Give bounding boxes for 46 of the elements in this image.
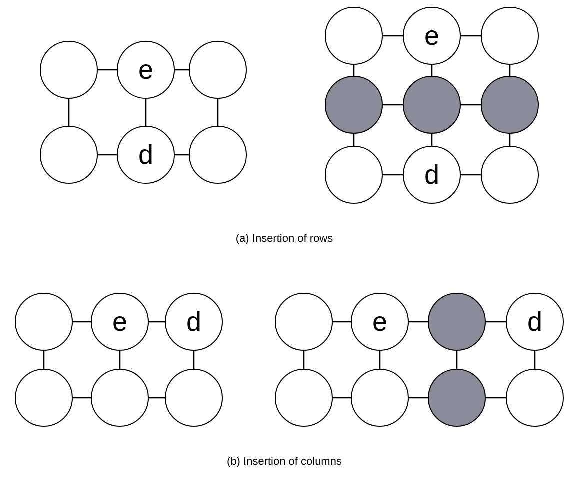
connector-line — [175, 69, 189, 71]
node-letter: e — [372, 308, 388, 336]
connector-line — [68, 99, 70, 126]
connector-line — [333, 397, 351, 399]
connector-line — [217, 99, 219, 126]
connector-line — [353, 134, 355, 146]
caption: (b) Insertion of columns — [226, 457, 343, 468]
connector-line — [461, 104, 481, 106]
node-letter: d — [138, 142, 154, 168]
node-letter: d — [186, 308, 202, 336]
connector-line — [73, 397, 91, 399]
connector-line — [486, 321, 506, 323]
connector-line — [509, 134, 511, 146]
connector-line — [353, 65, 355, 76]
connector-line — [456, 351, 458, 369]
connector-line — [509, 65, 511, 76]
connector-line — [486, 397, 506, 399]
connector-line — [149, 321, 165, 323]
connector-line — [431, 134, 433, 146]
connector-line — [73, 321, 91, 323]
connector-line — [461, 174, 481, 176]
connector-line — [461, 35, 481, 37]
connector-line — [193, 351, 195, 369]
connector-line — [383, 35, 403, 37]
connector-line — [98, 69, 117, 71]
connector-line — [379, 351, 381, 369]
node-letter: e — [138, 56, 154, 84]
connector-line — [409, 321, 428, 323]
node-letter: d — [424, 162, 440, 188]
node-letter: e — [424, 22, 440, 50]
connector-line — [431, 65, 433, 76]
connector-line — [145, 99, 147, 126]
connector-line — [333, 321, 351, 323]
caption: (a) Insertion of rows — [234, 234, 334, 245]
node-letter: d — [527, 308, 543, 336]
connector-line — [383, 104, 403, 106]
connector-line — [175, 154, 189, 156]
connector-line — [303, 351, 305, 369]
connector-line — [534, 351, 536, 369]
node-letter: e — [112, 308, 128, 336]
connector-line — [409, 397, 428, 399]
connector-line — [119, 351, 121, 369]
connector-line — [43, 351, 45, 369]
connector-line — [98, 154, 117, 156]
connector-line — [383, 174, 403, 176]
connector-line — [149, 397, 165, 399]
